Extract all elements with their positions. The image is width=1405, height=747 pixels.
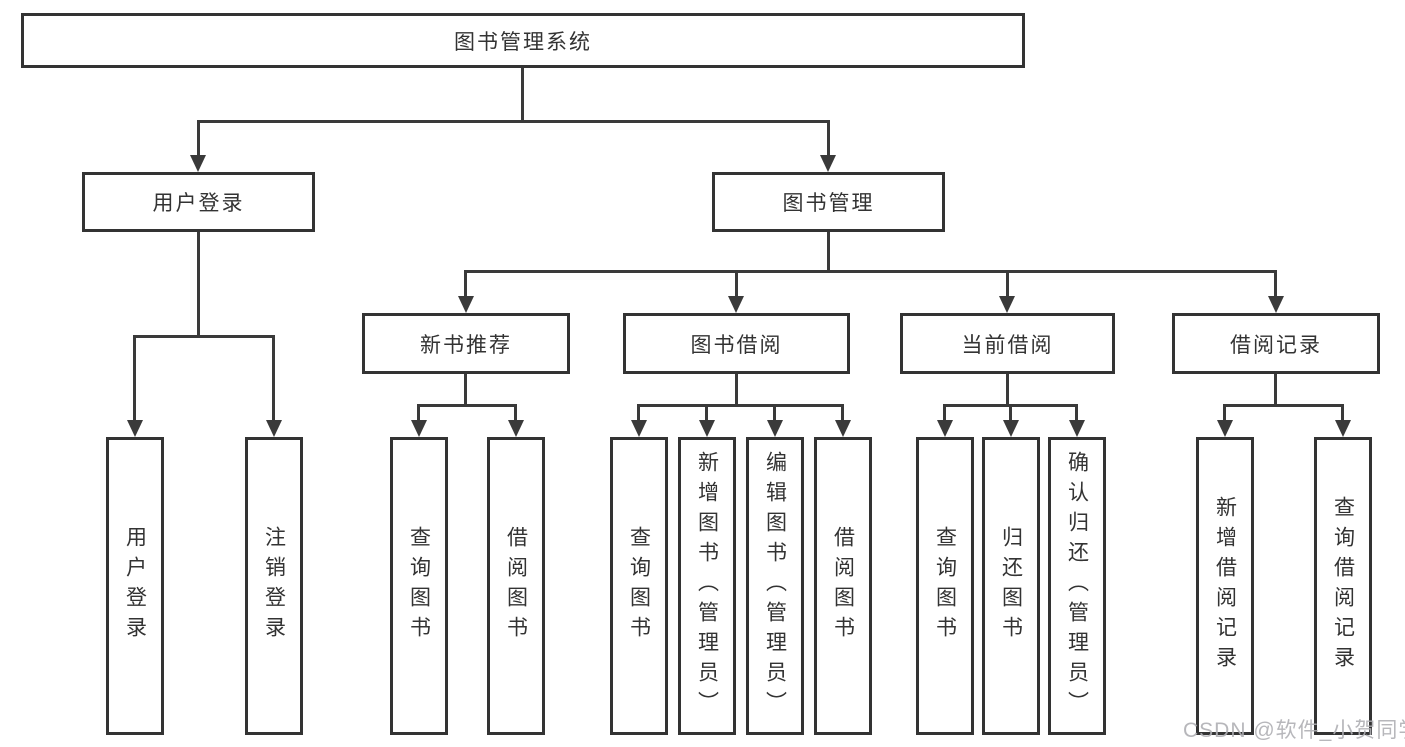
arrow-down <box>835 420 851 437</box>
arrow-down <box>820 155 836 172</box>
connector-line <box>514 404 517 421</box>
connector-line <box>943 404 946 421</box>
leaf-add-book-admin-label: 新增图书（管理员） <box>695 451 719 721</box>
leaf-borrow-books-2: 借阅图书 <box>814 437 872 735</box>
leaf-logout-label: 注销登录 <box>262 526 286 646</box>
arrow-down <box>728 296 744 313</box>
node-user-login: 用户登录 <box>82 172 315 232</box>
arrow-down <box>999 296 1015 313</box>
leaf-add-borrow-record-label: 新增借阅记录 <box>1213 496 1237 676</box>
leaf-query-books-2-label: 查询图书 <box>627 526 651 646</box>
node-root: 图书管理系统 <box>21 13 1025 68</box>
leaf-borrow-books-1-label: 借阅图书 <box>504 526 528 646</box>
connector-line <box>417 404 517 407</box>
leaf-borrow-books-2-label: 借阅图书 <box>831 526 855 646</box>
connector-line <box>1223 404 1344 407</box>
arrow-down <box>1069 420 1085 437</box>
connector-line <box>735 374 738 404</box>
leaf-add-borrow-record: 新增借阅记录 <box>1196 437 1254 735</box>
connector-line <box>1223 404 1226 421</box>
leaf-user-login-label: 用户登录 <box>123 526 147 646</box>
connector-line <box>1274 270 1277 297</box>
arrow-down <box>937 420 953 437</box>
arrow-down <box>411 420 427 437</box>
connector-line <box>197 120 200 157</box>
node-borrow-records: 借阅记录 <box>1172 313 1380 374</box>
arrow-down <box>631 420 647 437</box>
leaf-query-books-1-label: 查询图书 <box>407 526 431 646</box>
connector-line <box>1009 404 1012 421</box>
connector-line <box>841 404 844 421</box>
connector-line <box>464 270 1277 273</box>
connector-line <box>637 404 640 421</box>
connector-line <box>197 232 200 335</box>
node-current-borrowing-label: 当前借阅 <box>961 333 1054 357</box>
node-user-login-label: 用户登录 <box>152 192 245 215</box>
leaf-query-borrow-record-label: 查询借阅记录 <box>1331 496 1355 676</box>
leaf-edit-book-admin-label: 编辑图书（管理员） <box>763 451 787 721</box>
arrow-down <box>508 420 524 437</box>
connector-line <box>705 404 708 421</box>
connector-line <box>417 404 420 421</box>
arrow-down <box>767 420 783 437</box>
connector-line <box>133 335 136 421</box>
leaf-query-books-3: 查询图书 <box>916 437 974 735</box>
node-root-label: 图书管理系统 <box>454 30 592 54</box>
arrow-down <box>266 420 282 437</box>
leaf-edit-book-admin: 编辑图书（管理员） <box>746 437 804 735</box>
arrow-down <box>458 296 474 313</box>
leaf-user-login: 用户登录 <box>106 437 164 735</box>
node-new-book-recommend-label: 新书推荐 <box>420 333 512 357</box>
arrow-down <box>1217 420 1233 437</box>
connector-line <box>1006 374 1009 404</box>
leaf-query-books-1: 查询图书 <box>390 437 448 735</box>
node-current-borrowing: 当前借阅 <box>900 313 1115 374</box>
connector-line <box>464 270 467 297</box>
csdn-watermark: CSDN @软件_小贺同学 <box>1183 719 1405 742</box>
arrow-down <box>699 420 715 437</box>
connector-line <box>464 374 467 404</box>
leaf-borrow-books-1: 借阅图书 <box>487 437 545 735</box>
connector-line <box>521 68 524 120</box>
connector-line <box>197 120 830 123</box>
leaf-confirm-return-admin-label: 确认归还（管理员） <box>1065 451 1089 721</box>
connector-line <box>1274 374 1277 404</box>
connector-line <box>1075 404 1078 421</box>
leaf-confirm-return-admin: 确认归还（管理员） <box>1048 437 1106 735</box>
node-book-management: 图书管理 <box>712 172 945 232</box>
node-book-borrowing: 图书借阅 <box>623 313 850 374</box>
leaf-return-book-label: 归还图书 <box>999 526 1023 646</box>
leaf-add-book-admin: 新增图书（管理员） <box>678 437 736 735</box>
leaf-query-books-2: 查询图书 <box>610 437 668 735</box>
arrow-down <box>127 420 143 437</box>
arrow-down <box>1003 420 1019 437</box>
node-borrow-records-label: 借阅记录 <box>1230 333 1322 357</box>
leaf-query-borrow-record: 查询借阅记录 <box>1314 437 1372 735</box>
leaf-logout: 注销登录 <box>245 437 303 735</box>
connector-line <box>133 335 275 338</box>
connector-line <box>272 335 275 421</box>
connector-line <box>1006 270 1009 297</box>
node-new-book-recommend: 新书推荐 <box>362 313 570 374</box>
connector-line <box>773 404 776 421</box>
connector-line <box>637 404 844 407</box>
connector-line <box>827 232 830 270</box>
arrow-down <box>1335 420 1351 437</box>
leaf-return-book: 归还图书 <box>982 437 1040 735</box>
node-book-borrowing-label: 图书借阅 <box>690 333 783 357</box>
connector-line <box>827 120 830 157</box>
node-book-management-label: 图书管理 <box>782 192 875 215</box>
connector-line <box>735 270 738 297</box>
arrow-down <box>1268 296 1284 313</box>
arrow-down <box>190 155 206 172</box>
connector-line <box>1341 404 1344 421</box>
leaf-query-books-3-label: 查询图书 <box>933 526 957 646</box>
